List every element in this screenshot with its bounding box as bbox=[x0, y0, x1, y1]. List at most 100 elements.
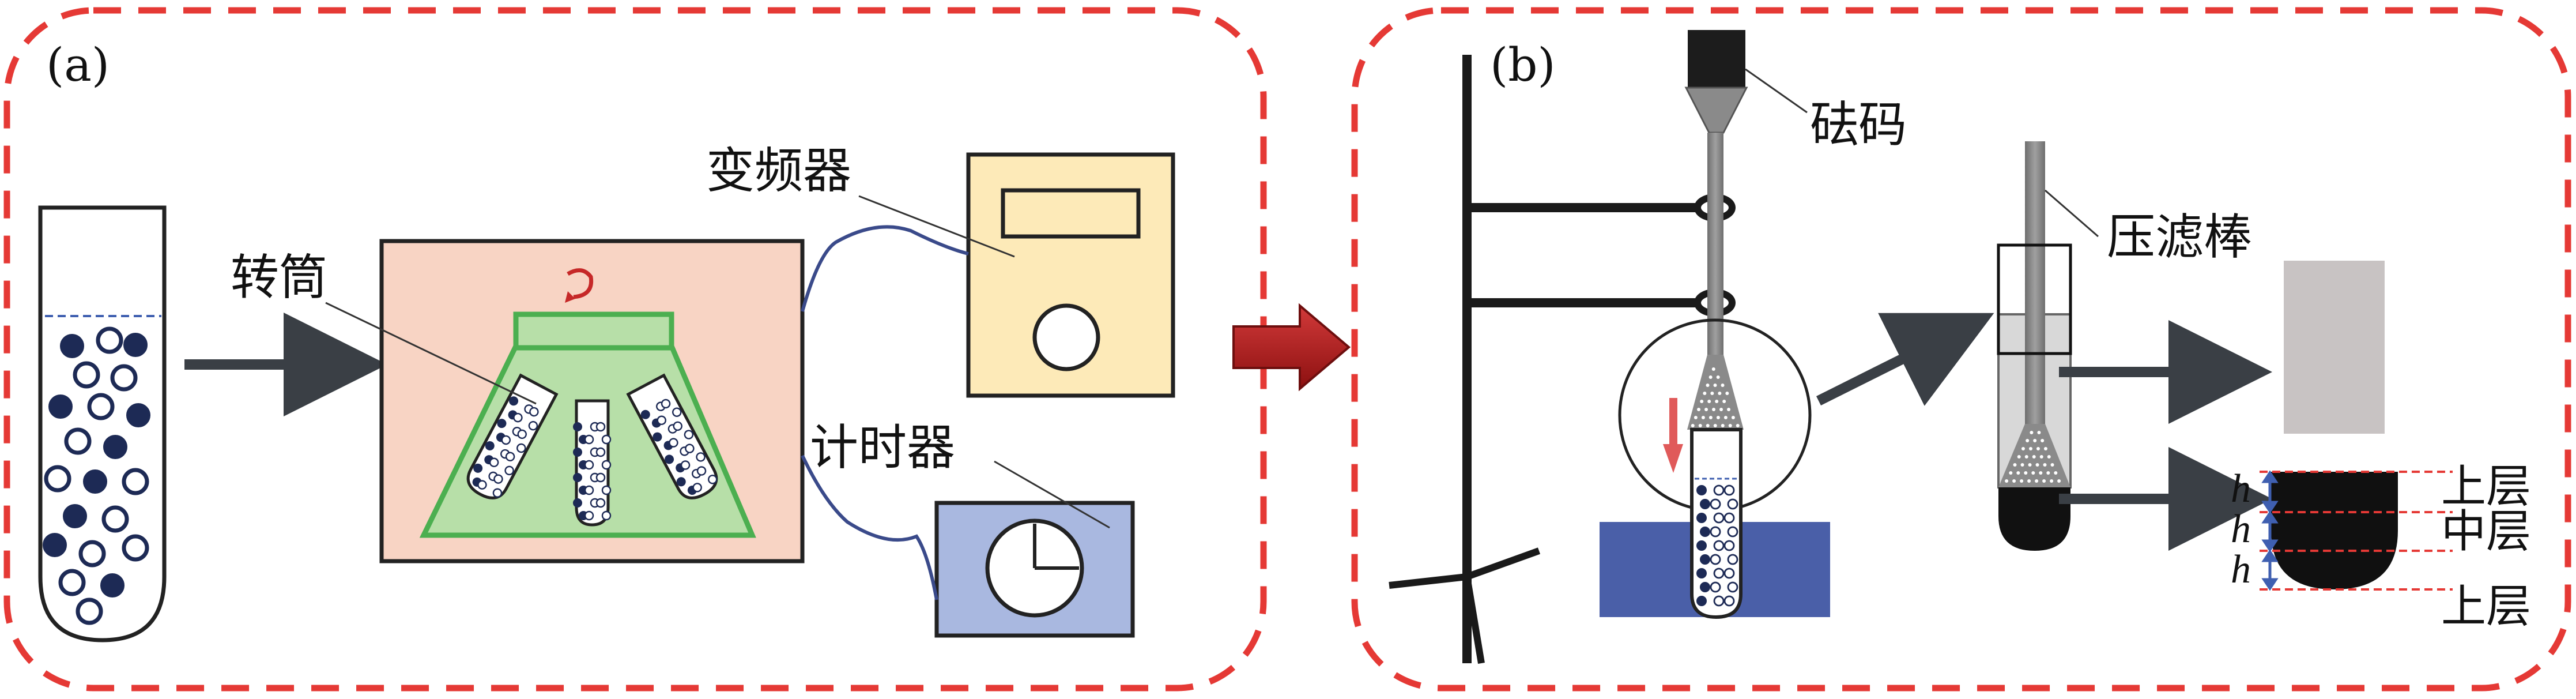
filter-hole bbox=[1697, 408, 1701, 411]
inverter-display bbox=[1001, 188, 1141, 239]
filter-hole bbox=[2030, 431, 2034, 434]
filter-hole bbox=[1716, 375, 1720, 379]
filter-hole bbox=[2050, 463, 2054, 467]
particle-icon bbox=[584, 434, 594, 445]
filter-hole bbox=[1704, 408, 1708, 411]
filter-hole bbox=[2037, 431, 2041, 434]
filter-hole bbox=[1710, 392, 1714, 395]
particle-icon bbox=[573, 422, 582, 431]
particle-icon bbox=[692, 483, 702, 493]
particle-icon bbox=[122, 468, 149, 495]
particle-icon bbox=[680, 460, 691, 470]
pressed-tube-particles bbox=[1696, 484, 1738, 607]
particle-icon bbox=[584, 510, 594, 521]
particle-icon bbox=[1723, 568, 1735, 579]
h-label-2: h bbox=[2231, 507, 2251, 551]
filter-hole bbox=[1691, 424, 1695, 427]
filter-hole bbox=[1721, 384, 1725, 387]
drum-label: 转筒 bbox=[231, 249, 327, 306]
particle-icon bbox=[110, 364, 138, 392]
filter-hole bbox=[1707, 400, 1711, 403]
filter-hole bbox=[2043, 463, 2047, 467]
filter-hole bbox=[2013, 463, 2017, 467]
particle-icon bbox=[601, 510, 612, 521]
filter-hole bbox=[2017, 455, 2021, 459]
particle-icon bbox=[493, 474, 503, 484]
particle-icon bbox=[672, 407, 682, 417]
particle-icon bbox=[513, 412, 523, 423]
filter-hole bbox=[2024, 455, 2028, 459]
particle-icon bbox=[78, 540, 106, 568]
filter-hole bbox=[2031, 471, 2035, 475]
arrow-to-zoom bbox=[1816, 313, 1994, 406]
particle-icon bbox=[58, 569, 86, 596]
filter-hole bbox=[1722, 400, 1726, 403]
layer-label-bottom: 上层 bbox=[2441, 581, 2531, 633]
filter-hole bbox=[2012, 479, 2016, 483]
particle-icon bbox=[1727, 498, 1738, 510]
particle-icon bbox=[126, 403, 150, 427]
panel-a-tag: (a) bbox=[46, 38, 110, 92]
filter-hole bbox=[1713, 424, 1717, 427]
filter-hole bbox=[1721, 424, 1725, 427]
filter-hole bbox=[1715, 400, 1719, 403]
panel-a: (a) bbox=[3, 7, 1267, 692]
particle-icon bbox=[100, 573, 125, 597]
inverter-label-leader bbox=[858, 195, 1015, 258]
inverter-knob bbox=[1032, 303, 1100, 371]
press-rod-label-leader bbox=[2045, 189, 2099, 238]
particle-icon bbox=[1696, 513, 1707, 523]
timer-label-leader bbox=[994, 460, 1110, 529]
particle-icon bbox=[96, 326, 123, 354]
panel-b-tag: (b) bbox=[1490, 38, 1556, 92]
particle-icon bbox=[43, 533, 67, 557]
gray-sample bbox=[2284, 261, 2385, 434]
particle-icon bbox=[1696, 540, 1707, 551]
particle-icon bbox=[473, 463, 483, 473]
particle-icon bbox=[1710, 498, 1721, 510]
particle-icon bbox=[640, 409, 650, 419]
filter-hole bbox=[1703, 392, 1707, 395]
particle-icon bbox=[673, 421, 682, 431]
filter-hole bbox=[1727, 408, 1731, 411]
particle-icon bbox=[1723, 512, 1735, 524]
filter-hole bbox=[2009, 471, 2013, 475]
particle-icon bbox=[584, 485, 594, 495]
filter-hole bbox=[1700, 400, 1704, 403]
filter-hole bbox=[2021, 447, 2025, 450]
zoom-rod bbox=[2025, 141, 2045, 430]
particle-icon bbox=[595, 422, 606, 432]
pressed-tube bbox=[1663, 398, 1743, 619]
particle-icon bbox=[1713, 595, 1725, 607]
particle-icon bbox=[504, 465, 514, 476]
press-rod bbox=[1707, 133, 1723, 363]
particle-icon bbox=[64, 427, 92, 455]
particle-icon bbox=[87, 393, 115, 420]
filter-hole bbox=[2026, 439, 2030, 442]
filter-hole bbox=[2028, 447, 2032, 450]
particle-icon bbox=[1713, 540, 1725, 551]
filter-hole bbox=[1728, 424, 1732, 427]
filter-hole bbox=[1713, 384, 1717, 387]
panel-b-dashed-border bbox=[1351, 7, 2571, 692]
weight-label-leader bbox=[1745, 68, 1808, 114]
filter-hole bbox=[2033, 439, 2037, 442]
layer-label-middle: 中层 bbox=[2441, 506, 2531, 558]
drum-label-leader bbox=[325, 302, 537, 405]
filter-hole bbox=[2039, 455, 2043, 459]
filter-hole bbox=[2047, 455, 2051, 459]
filter-hole bbox=[2043, 447, 2047, 450]
particle-icon bbox=[44, 465, 71, 493]
particle-icon bbox=[1713, 568, 1725, 579]
particle-icon bbox=[1700, 582, 1710, 592]
weight-label: 砝码 bbox=[1810, 96, 1907, 153]
weight-block bbox=[1688, 30, 1745, 88]
filter-hole bbox=[2042, 479, 2046, 483]
filter-hole bbox=[1731, 416, 1735, 419]
particle-icon bbox=[573, 473, 582, 482]
inverter-cable bbox=[801, 225, 969, 312]
filter-hole bbox=[1698, 424, 1702, 427]
filter-hole bbox=[2050, 479, 2054, 483]
particle-icon bbox=[497, 419, 507, 429]
particle-icon bbox=[501, 435, 511, 445]
